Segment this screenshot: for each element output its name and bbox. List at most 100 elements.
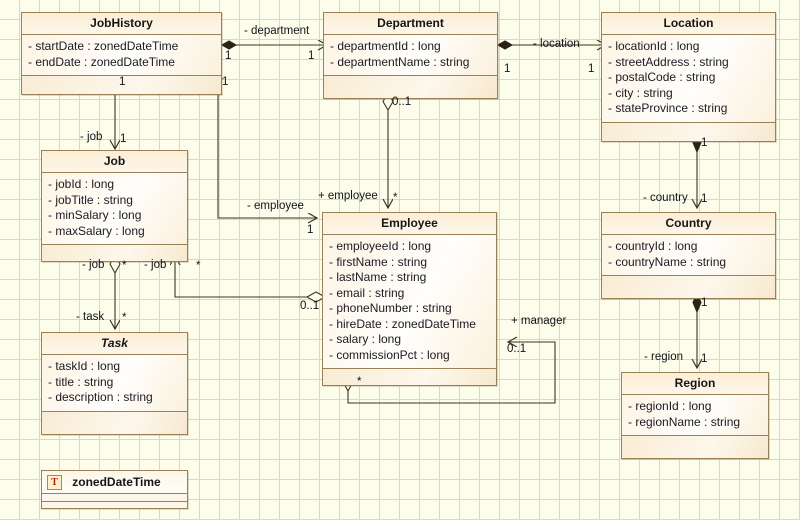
class-attributes-region: - regionId : long - regionName : string — [622, 395, 768, 436]
attribute: - jobId : long — [48, 177, 115, 191]
class-box-region[interactable]: Region - regionId : long - regionName : … — [621, 372, 769, 459]
class-box-location[interactable]: Location - locationId : long - streetAdd… — [601, 12, 776, 142]
multiplicity-department-employee-source: 0..1 — [392, 96, 412, 108]
attribute: - postalCode : string — [608, 70, 716, 84]
attribute: - taskId : long — [48, 359, 121, 373]
edge-label-task: - task — [76, 311, 105, 323]
multiplicity-location-country-source: 1 — [701, 137, 708, 149]
class-name-country: Country — [602, 213, 775, 235]
attribute: - jobTitle : string — [48, 192, 133, 207]
attribute: - title : string — [48, 374, 114, 389]
datatype-box-zoneddatetime[interactable]: T zonedDateTime — [41, 470, 188, 509]
attribute: - regionName : string — [628, 414, 741, 429]
class-name-job: Job — [42, 151, 187, 173]
attribute: - departmentId : long — [330, 39, 441, 53]
multiplicity-location-country-target: 1 — [701, 193, 708, 205]
multiplicity-department-location-target: 1 — [588, 63, 595, 75]
multiplicity-employee-job-source: 0..1 — [300, 300, 320, 312]
class-box-country[interactable]: Country - countryId : long - countryName… — [601, 212, 776, 299]
attribute: - salary : long — [329, 332, 402, 346]
attribute: - firstName : string — [329, 254, 428, 269]
class-operations-job — [42, 245, 187, 261]
attribute: - city : string — [608, 85, 673, 100]
class-name-employee: Employee — [323, 213, 496, 235]
multiplicity-employee-manager-target: 0..1 — [507, 343, 527, 355]
class-attributes-country: - countryId : long - countryName : strin… — [602, 235, 775, 276]
edge-label-location: - location — [533, 38, 580, 50]
edge-label-job-from-employee: - job — [144, 259, 167, 271]
attribute: - hireDate : zonedDateTime — [329, 316, 476, 331]
class-attributes-department: - departmentId : long - departmentName :… — [324, 35, 497, 76]
attribute: - lastName : string — [329, 270, 427, 284]
attribute: - countryName : string — [608, 254, 727, 269]
edge-label-region: - region — [644, 351, 683, 363]
class-operations-country — [602, 276, 775, 298]
filled-diamond-jobhistory-department — [220, 40, 238, 50]
multiplicity-employee-manager-source: * — [357, 376, 362, 388]
class-name-region: Region — [622, 373, 768, 395]
attribute: - employeeId : long — [329, 239, 432, 253]
edge-label-manager: + manager — [511, 315, 567, 327]
edge-label-country: - country — [643, 192, 688, 204]
multiplicity-job-task-target: * — [122, 312, 127, 324]
multiplicity-employee-job-target: * — [196, 260, 201, 272]
class-name-location: Location — [602, 13, 775, 35]
multiplicity-job-task-source: * — [122, 260, 127, 272]
attribute: - startDate : zonedDateTime — [28, 39, 179, 53]
class-attributes-task: - taskId : long - title : string - descr… — [42, 355, 187, 412]
class-operations-location — [602, 122, 775, 141]
attribute: - locationId : long — [608, 39, 700, 53]
edge-label-job-from-jobhistory: - job — [80, 131, 103, 143]
attribute: - maxSalary : long — [48, 223, 145, 238]
multiplicity-jobhistory-employee-source: 1 — [222, 76, 229, 88]
attribute: - phoneNumber : string — [329, 301, 452, 315]
multiplicity-country-region-target: 1 — [701, 353, 708, 365]
class-attributes-employee: - employeeId : long - firstName : string… — [323, 235, 496, 369]
multiplicity-jobhistory-job-target: 1 — [120, 133, 127, 145]
multiplicity-country-region-source: 1 — [701, 297, 708, 309]
class-box-jobhistory[interactable]: JobHistory - startDate : zonedDateTime -… — [21, 12, 222, 95]
class-operations-department — [324, 76, 497, 98]
multiplicity-jobhistory-department-source: 1 — [225, 50, 232, 62]
attribute: - countryId : long — [608, 239, 698, 253]
edge-label-employee-from-jobhistory: - employee — [247, 200, 304, 212]
class-box-job[interactable]: Job - jobId : long - jobTitle : string -… — [41, 150, 188, 262]
edge-label-employee-from-department: + employee — [318, 190, 378, 202]
attribute: - regionId : long — [628, 399, 712, 413]
datatype-name: zonedDateTime — [72, 475, 161, 489]
edge-label-job-to-task-source: - job — [82, 259, 105, 271]
class-name-jobhistory: JobHistory — [22, 13, 221, 35]
class-operations-jobhistory — [22, 76, 221, 94]
filled-diamond-department-location — [496, 40, 514, 50]
multiplicity-jobhistory-department-target: 1 — [308, 50, 315, 62]
attribute: - commissionPct : long — [329, 347, 450, 362]
class-attributes-location: - locationId : long - streetAddress : st… — [602, 35, 775, 123]
edge-label-department: - department — [244, 25, 310, 37]
multiplicity-department-location-source: 1 — [504, 63, 511, 75]
class-attributes-jobhistory: - startDate : zonedDateTime - endDate : … — [22, 35, 221, 76]
attribute: - description : string — [48, 390, 153, 404]
datatype-row — [42, 502, 187, 508]
attribute: - endDate : zonedDateTime — [28, 54, 175, 69]
multiplicity-department-employee-target: * — [393, 192, 398, 204]
class-box-task[interactable]: Task - taskId : long - title : string - … — [41, 332, 188, 435]
class-box-employee[interactable]: Employee - employeeId : long - firstName… — [322, 212, 497, 386]
attribute: - stateProvince : string — [608, 101, 728, 115]
class-attributes-job: - jobId : long - jobTitle : string - min… — [42, 173, 187, 245]
edge-jobhistory-employee — [217, 86, 317, 218]
class-name-task: Task — [42, 333, 187, 355]
multiplicity-jobhistory-job-source: 1 — [119, 76, 126, 88]
class-operations-task — [42, 411, 187, 434]
attribute: - streetAddress : string — [608, 54, 729, 69]
class-operations-region — [622, 436, 768, 458]
multiplicity-jobhistory-employee-target: 1 — [307, 224, 314, 236]
datatype-badge-icon: T — [47, 474, 62, 490]
class-box-department[interactable]: Department - departmentId : long - depar… — [323, 12, 498, 99]
class-operations-employee — [323, 369, 496, 385]
attribute: - email : string — [329, 285, 405, 300]
datatype-row — [42, 494, 187, 502]
edge-employee-job — [175, 256, 307, 298]
datatype-header: T zonedDateTime — [42, 471, 187, 494]
class-name-department: Department — [324, 13, 497, 35]
